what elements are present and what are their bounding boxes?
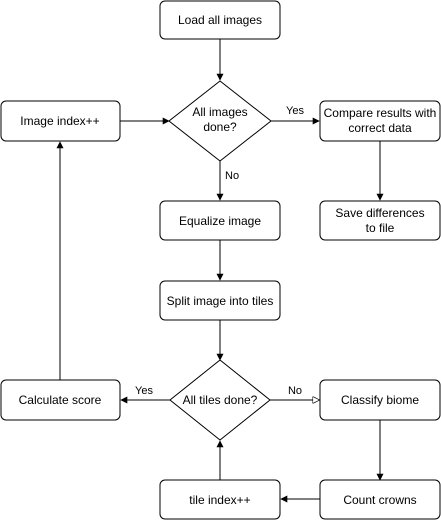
node-split-image-label: Split image into tiles [167,294,274,308]
node-tile-index: tile index++ [159,479,281,520]
node-all-images-done-label-1: All images [192,105,247,119]
node-compare-results: Compare results with correct data [319,100,441,142]
node-classify-biome-label: Classify biome [341,393,419,407]
node-all-images-done: All images done? [168,80,272,162]
node-load-all-images-label: Load all images [178,13,262,27]
node-all-images-done-label-2: done? [203,120,237,134]
node-split-image: Split image into tiles [159,280,281,321]
node-all-tiles-done-label: All tiles done? [183,393,258,407]
node-image-index-label: Image index++ [20,114,99,128]
node-count-crowns: Count crowns [319,479,441,520]
node-save-differences-label-2: to file [366,221,395,235]
node-calculate-score: Calculate score [0,379,121,421]
node-load-all-images: Load all images [159,0,281,40]
node-save-differences: Save differences to file [319,200,441,241]
edge-label-images-no: No [225,170,239,182]
node-count-crowns-label: Count crowns [343,493,416,507]
node-save-differences-label-1: Save differences [335,206,424,220]
node-all-tiles-done: All tiles done? [169,359,271,441]
edge-label-images-yes: Yes [286,105,304,117]
edge-label-tiles-no: No [288,385,302,397]
node-tile-index-label: tile index++ [189,493,250,507]
node-calculate-score-label: Calculate score [19,393,102,407]
node-equalize-image-label: Equalize image [179,214,261,228]
node-classify-biome: Classify biome [319,379,441,421]
node-compare-results-label-2: correct data [348,121,412,135]
node-compare-results-label-1: Compare results with [324,106,437,120]
node-image-index: Image index++ [0,100,121,142]
edge-label-tiles-yes: Yes [135,385,153,397]
node-equalize-image: Equalize image [159,200,281,241]
